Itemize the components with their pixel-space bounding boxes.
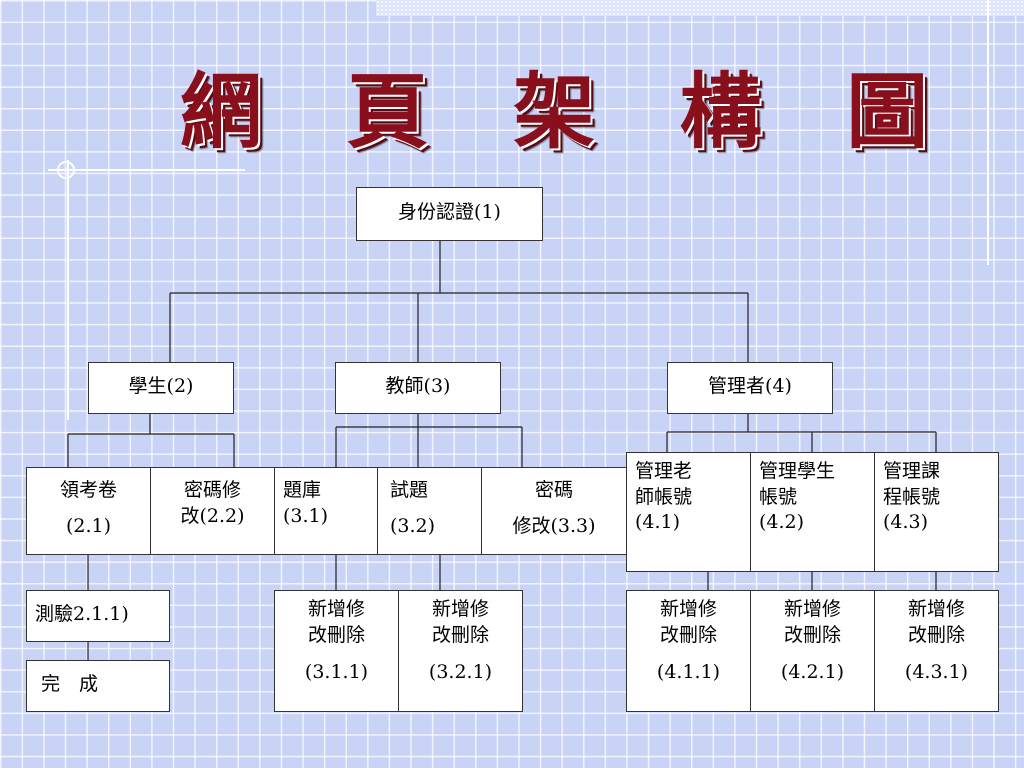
node-done: 完 成: [26, 660, 170, 712]
node-line: 管理老: [635, 460, 693, 482]
node-line: (4.2.1): [780, 661, 845, 684]
node-label: 身份認證(1): [398, 201, 501, 223]
node-line: 改刪除: [659, 623, 717, 646]
node-label: 管理者(4): [708, 375, 792, 397]
node-line: (4.1.1): [656, 661, 721, 684]
node-line: 新增修: [431, 598, 489, 620]
node-identity-auth: 身份認證(1): [356, 187, 543, 241]
node-crud-3-1-1: 新增修 改刪除 (3.1.1): [274, 590, 399, 712]
node-test: 試題 (3.2): [377, 467, 482, 555]
node-manage-course: 管理課 程帳號 (4.3): [874, 452, 999, 572]
node-line: 程帳號: [883, 485, 941, 508]
registration-circle: [57, 161, 75, 179]
node-question-bank: 題庫 (3.1): [274, 467, 378, 555]
node-line: (3.1.1): [304, 661, 369, 684]
node-crud-4-2-1: 新增修 改刪除 (4.2.1): [750, 590, 875, 712]
node-line: 管理課: [883, 460, 941, 482]
node-manage-student: 管理學生 帳號 (4.2): [750, 452, 875, 572]
node-crud-4-3-1: 新增修 改刪除 (4.3.1): [874, 590, 999, 712]
node-admin: 管理者(4): [667, 362, 833, 414]
node-line: 修改(3.3): [512, 514, 596, 537]
node-line: (3.2.1): [428, 661, 493, 684]
node-quiz: 測驗2.1.1): [26, 590, 170, 642]
node-crud-4-1-1: 新增修 改刪除 (4.1.1): [626, 590, 751, 712]
page-title: 網 頁 架 構 圖: [180, 64, 957, 160]
node-line: 改刪除: [783, 623, 841, 646]
node-line: 改刪除: [307, 623, 365, 646]
node-student: 學生(2): [88, 362, 234, 414]
node-line: 密碼修: [183, 479, 241, 501]
node-exam: 領考卷 (2.1): [26, 467, 151, 555]
node-line: 試題: [390, 479, 429, 501]
node-line: (4.3.1): [904, 661, 969, 684]
node-teacher-password: 密碼 修改(3.3): [481, 467, 627, 555]
node-line: 師帳號: [635, 485, 693, 508]
node-line: 新增修: [907, 598, 965, 620]
node-manage-teacher: 管理老 師帳號 (4.1): [626, 452, 751, 572]
node-line: 管理學生: [759, 460, 836, 482]
node-line: 密碼: [534, 479, 573, 501]
node-label: 教師(3): [385, 375, 451, 397]
node-line: 新增修: [307, 598, 365, 620]
node-teacher: 教師(3): [335, 362, 501, 414]
node-label: 完 成: [41, 673, 99, 695]
node-line: (4.3): [883, 511, 929, 534]
dotted-band: [376, 0, 1024, 16]
node-line: 領考卷: [59, 479, 117, 501]
node-line: (3.1): [283, 504, 329, 527]
node-line: 帳號: [759, 485, 798, 508]
node-label: 學生(2): [128, 375, 194, 397]
node-line: (4.1): [635, 511, 681, 534]
node-label: 測驗2.1.1): [35, 603, 129, 625]
node-line: (2.1): [65, 514, 112, 537]
node-line: (3.2): [390, 514, 436, 537]
node-student-password: 密碼修 改(2.2): [150, 467, 275, 555]
node-line: (4.2): [759, 511, 805, 534]
node-line: 題庫: [283, 479, 322, 501]
node-crud-3-2-1: 新增修 改刪除 (3.2.1): [398, 590, 523, 712]
node-line: 改刪除: [907, 623, 965, 646]
node-line: 新增修: [783, 598, 841, 620]
node-line: 改刪除: [431, 623, 489, 646]
node-line: 改(2.2): [180, 504, 245, 527]
node-line: 新增修: [659, 598, 717, 620]
